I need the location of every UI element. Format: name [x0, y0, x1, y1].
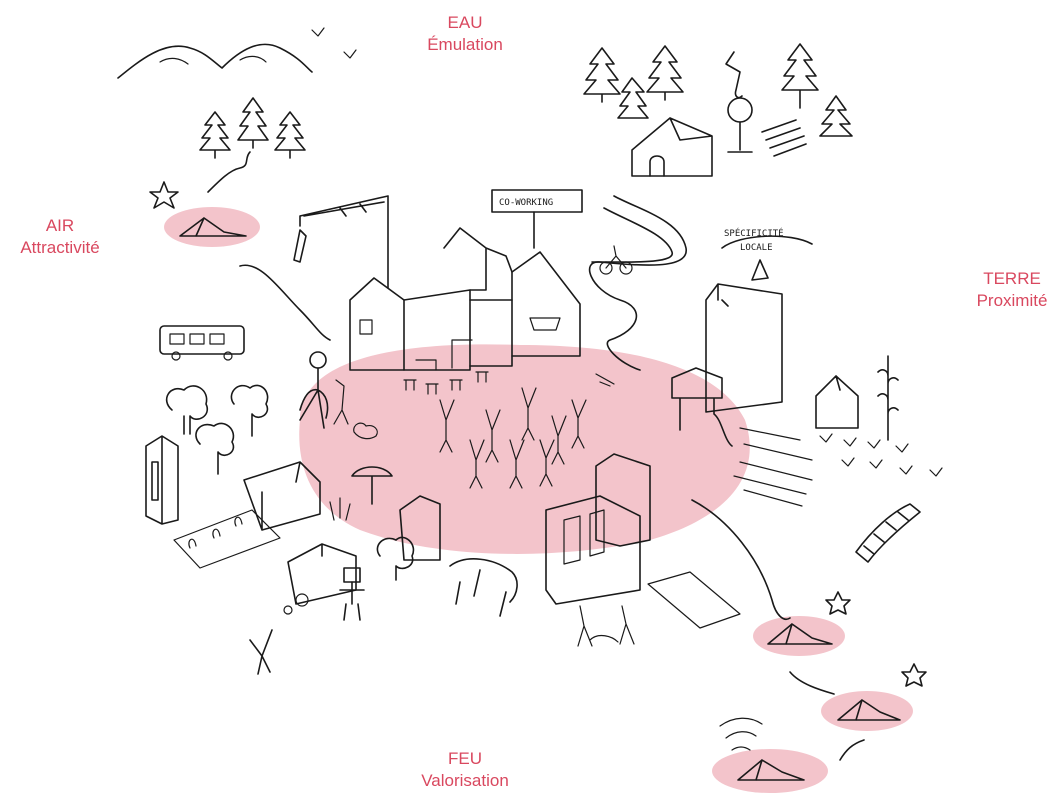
tent-bubble-2	[821, 691, 913, 731]
tent-bubble-1	[753, 616, 845, 656]
coworking-sign: CO-WORKING	[492, 190, 582, 248]
tree-icon	[275, 112, 305, 158]
animal-icon	[450, 559, 517, 616]
plant-icon	[878, 356, 898, 440]
barn-icon	[816, 376, 858, 428]
path-line	[692, 500, 790, 619]
tent-bubble-air	[164, 207, 260, 247]
bubble-icon	[296, 594, 308, 606]
people-icon	[250, 630, 272, 674]
road-icon	[590, 196, 687, 370]
central-plaza	[299, 344, 750, 554]
local-specificity-line2: LOCALE	[740, 243, 773, 253]
tree-icon	[231, 385, 267, 436]
barn-icon	[632, 118, 712, 176]
bus-icon	[160, 326, 244, 360]
crane-icon	[294, 196, 388, 288]
coworking-sign-text: CO-WORKING	[499, 198, 553, 208]
wifi-icon	[720, 718, 762, 750]
patio-tiles	[648, 572, 740, 628]
mountain-icon	[118, 44, 312, 78]
greenhouse-icon	[856, 504, 920, 562]
path-line	[840, 740, 864, 760]
local-specificity-line1: SPÉCIFICITÉ	[724, 227, 784, 239]
tree-icon	[618, 78, 648, 118]
tree-icon	[377, 537, 413, 580]
path-line	[790, 672, 834, 694]
road-icon	[592, 208, 672, 262]
bicycle-icon	[600, 246, 632, 274]
local-specificity-sign: SPÉCIFICITÉ LOCALE	[722, 227, 812, 280]
star-icon	[902, 664, 926, 686]
field-rows	[734, 428, 942, 506]
bubble-icon	[284, 606, 292, 614]
tree-icon	[782, 44, 818, 108]
people-icon	[578, 606, 634, 646]
bird-icon	[344, 50, 356, 58]
tree-icon	[584, 48, 620, 102]
sculpture-icon	[726, 52, 752, 152]
tree-icon	[647, 46, 683, 100]
tree-icon	[238, 98, 268, 148]
logs-icon	[762, 120, 806, 156]
tree-icon	[196, 423, 234, 474]
kiosk-icon	[146, 436, 178, 524]
bird-icon	[312, 28, 324, 36]
tree-icon	[820, 96, 852, 136]
star-icon	[150, 182, 178, 208]
star-icon	[826, 592, 850, 614]
tree-icon	[200, 112, 230, 158]
tent-bubble-3	[712, 749, 828, 793]
path-line	[240, 265, 330, 340]
garden-shed	[174, 462, 320, 568]
robot-icon	[340, 568, 364, 620]
